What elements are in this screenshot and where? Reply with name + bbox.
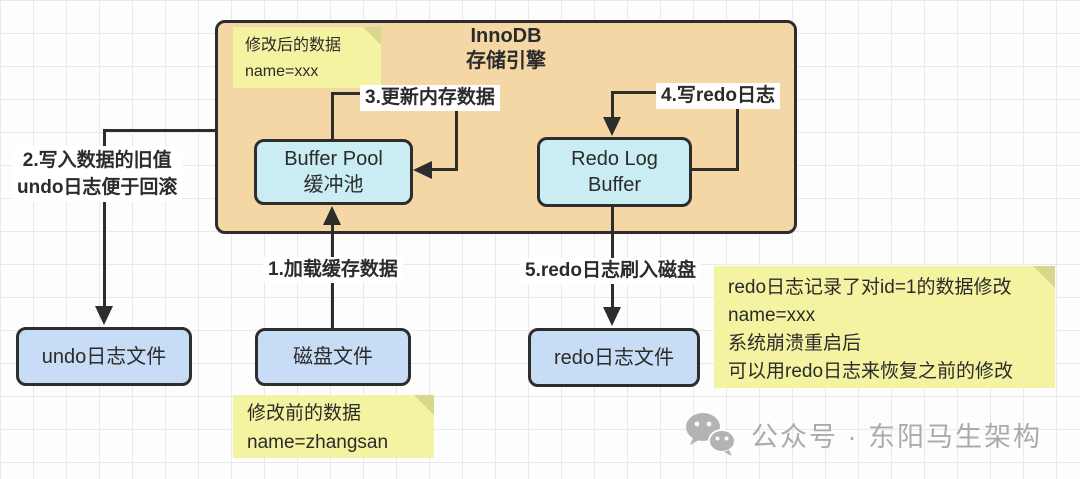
note-redo-explain-line1: redo日志记录了对id=1的数据修改 [728, 277, 1012, 298]
arrowhead-step1-up [323, 206, 341, 225]
redo-log-buffer-label-line1: Redo Log [571, 148, 658, 170]
step2-label: 2.写入数据的旧值 undo日志便于回滚 [12, 146, 183, 202]
arrowhead-step4-down [603, 117, 621, 136]
node-disk-file: 磁盘文件 [255, 328, 411, 386]
watermark-text: 公众号 · 东阳马生架构 [751, 421, 1042, 452]
note-modified-data-line1: 修改后的数据 [245, 37, 342, 54]
step2-label-line1: 2.写入数据的旧值 [22, 150, 172, 171]
arrowhead-step2-down [95, 306, 113, 325]
edge-step4-left-horizontal [612, 91, 659, 94]
note-redo-explain-line3: 系统崩溃重启后 [728, 333, 862, 354]
arrowhead-step5-down [603, 307, 621, 326]
wechat-icon [686, 413, 736, 456]
watermark: 公众号 · 东阳马生架构 [683, 410, 1042, 458]
edge-step4-right-horizontal [692, 168, 739, 171]
redo-log-buffer-label-line2: Buffer [588, 174, 641, 196]
node-redo-log-buffer: Redo Log Buffer [537, 137, 692, 207]
edge-step3-left-vertical [331, 92, 334, 140]
edge-step3-right-vertical [455, 108, 458, 171]
edge-step3-right-horizontal [429, 168, 458, 171]
step5-label: 5.redo日志刷入磁盘 [520, 258, 702, 284]
undo-log-file-label: undo日志文件 [41, 345, 167, 368]
edge-step3-left-horizontal [331, 92, 364, 95]
node-redo-log-file: redo日志文件 [528, 328, 700, 387]
step3-label: 3.更新内存数据 [360, 85, 500, 111]
edge-step5-vertical [611, 205, 614, 309]
step1-label: 1.加载缓存数据 [263, 257, 403, 283]
note-modified-data: 修改后的数据 name=xxx [233, 27, 381, 88]
step2-label-line2: undo日志便于回滚 [17, 177, 178, 198]
note-modified-data-line2: name=xxx [245, 63, 319, 80]
edge-step2-vertical [103, 129, 106, 308]
innodb-title-line1: InnoDB [470, 25, 542, 47]
edge-step4-left-vertical [611, 91, 614, 119]
buffer-pool-label-line2: 缓冲池 [303, 174, 364, 196]
arrowhead-step3-left [413, 161, 432, 179]
redo-log-file-label: redo日志文件 [553, 346, 675, 369]
innodb-title-line2: 存储引擎 [466, 50, 546, 72]
note-original-data: 修改前的数据 name=zhangsan [233, 395, 434, 458]
step4-label: 4.写redo日志 [656, 83, 781, 109]
edge-step4-right-vertical [736, 106, 739, 171]
note-original-data-line2: name=zhangsan [247, 432, 389, 453]
buffer-pool-label-line1: Buffer Pool [284, 148, 383, 170]
edge-step2-horizontal [104, 129, 218, 132]
note-redo-explain-line2: name=xxx [728, 305, 816, 326]
note-redo-explain-line4: 可以用redo日志来恢复之前的修改 [728, 361, 1014, 382]
node-undo-log-file: undo日志文件 [16, 327, 192, 386]
disk-file-label: 磁盘文件 [293, 346, 373, 368]
note-original-data-line1: 修改前的数据 [247, 403, 362, 424]
node-buffer-pool: Buffer Pool 缓冲池 [254, 139, 413, 205]
innodb-title: InnoDB 存储引擎 [215, 24, 797, 74]
note-redo-explain: redo日志记录了对id=1的数据修改 name=xxx 系统崩溃重启后 可以用… [714, 266, 1055, 388]
